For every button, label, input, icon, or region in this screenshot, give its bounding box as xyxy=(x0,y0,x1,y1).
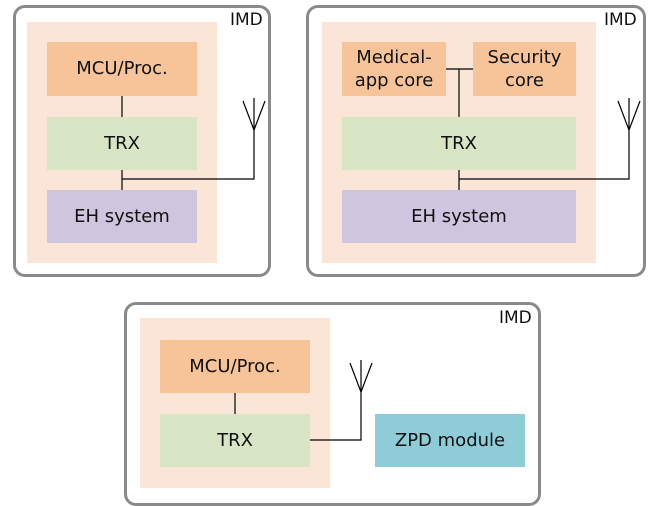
security-core-block: Security core xyxy=(473,42,576,96)
mcu-block-3: MCU/Proc. xyxy=(160,340,310,393)
trx-block-3: TRX xyxy=(160,414,310,467)
zpd-module-block: ZPD module xyxy=(375,414,525,467)
trx-block-1: TRX xyxy=(47,117,197,170)
imd-label-1: IMD xyxy=(230,10,263,30)
imd-label-2: IMD xyxy=(604,10,637,30)
medical-app-core-block: Medical- app core xyxy=(342,42,446,96)
trx-block-2: TRX xyxy=(342,117,576,170)
imd-label-3: IMD xyxy=(499,308,532,328)
mcu-block-1: MCU/Proc. xyxy=(47,42,197,96)
eh-block-2: EH system xyxy=(342,190,576,243)
eh-block-1: EH system xyxy=(47,190,197,243)
